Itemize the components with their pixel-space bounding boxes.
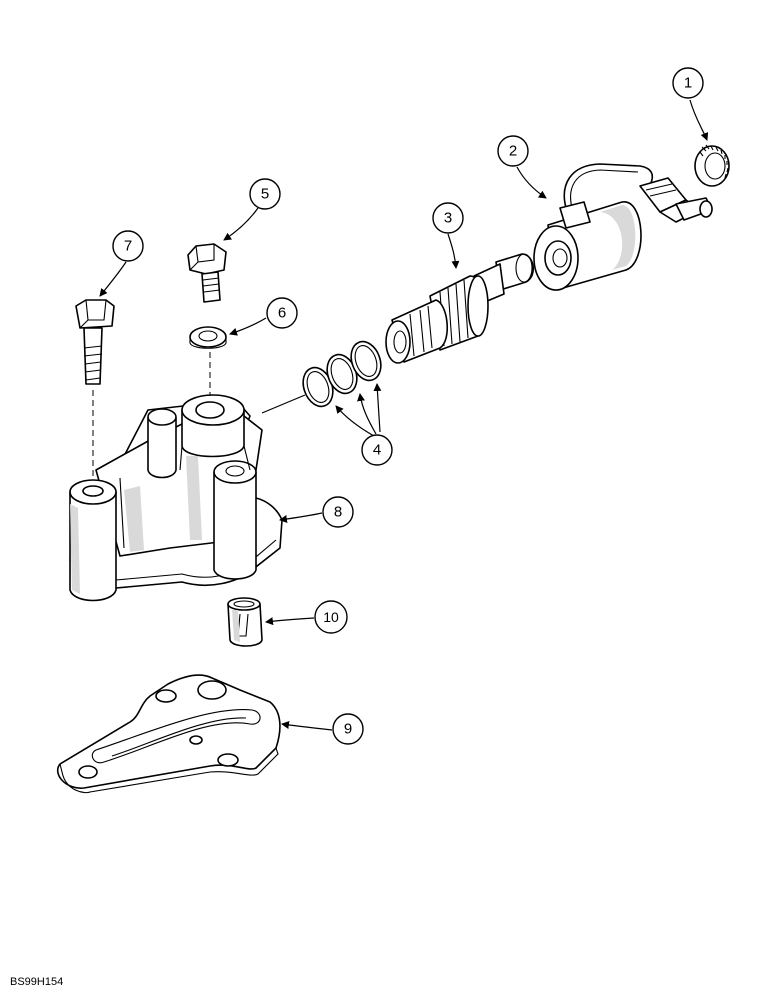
leader-9 (281, 721, 333, 731)
leader-2 (516, 166, 547, 199)
wire-connector (639, 177, 713, 223)
part-9-gasket (57, 674, 281, 794)
callout-5: 5 (249, 178, 281, 210)
callout-label-9: 9 (344, 721, 352, 738)
callout-label-6: 6 (278, 305, 286, 322)
leader-3 (447, 233, 460, 269)
part-10-sleeve (227, 597, 263, 647)
callout-9: 9 (332, 713, 364, 745)
figure-id-label: BS99H154 (10, 976, 64, 988)
part-5-flange-bolt (187, 243, 227, 303)
callout-1: 1 (672, 67, 704, 99)
part-2-solenoid-coil (533, 163, 713, 291)
callout-label-8: 8 (334, 504, 342, 521)
callout-2: 2 (497, 135, 529, 167)
leader-5 (223, 207, 259, 241)
callout-label-5: 5 (261, 186, 269, 203)
part-6-washer (189, 326, 227, 349)
part-8-valve-housing (69, 394, 283, 602)
part-7-hex-bolt (75, 299, 115, 385)
part-1-knurled-nut (694, 144, 730, 187)
part-3-valve-cartridge (385, 253, 534, 364)
part-4-o-rings (302, 340, 382, 408)
leader-10 (265, 617, 315, 626)
callout-8: 8 (322, 496, 354, 528)
leader-lines (99, 99, 709, 731)
callout-4: 4 (361, 434, 393, 466)
callout-label-4: 4 (373, 442, 381, 459)
callout-7: 7 (112, 230, 144, 262)
callout-label-2: 2 (509, 143, 517, 160)
leader-4a (335, 405, 375, 437)
leader-1 (689, 99, 709, 141)
callout-10: 10 (314, 600, 348, 634)
callout-label-10: 10 (323, 609, 339, 625)
leader-6 (229, 317, 267, 336)
callout-label-1: 1 (684, 75, 692, 92)
leader-7 (99, 261, 127, 297)
leader-4c (373, 383, 382, 433)
cartridge-alignment-line (261, 394, 306, 414)
callout-3: 3 (432, 202, 464, 234)
callout-6: 6 (266, 297, 298, 329)
callout-label-7: 7 (124, 238, 132, 255)
callout-label-3: 3 (444, 210, 452, 227)
leader-8 (279, 512, 323, 523)
leader-4b (357, 393, 377, 435)
